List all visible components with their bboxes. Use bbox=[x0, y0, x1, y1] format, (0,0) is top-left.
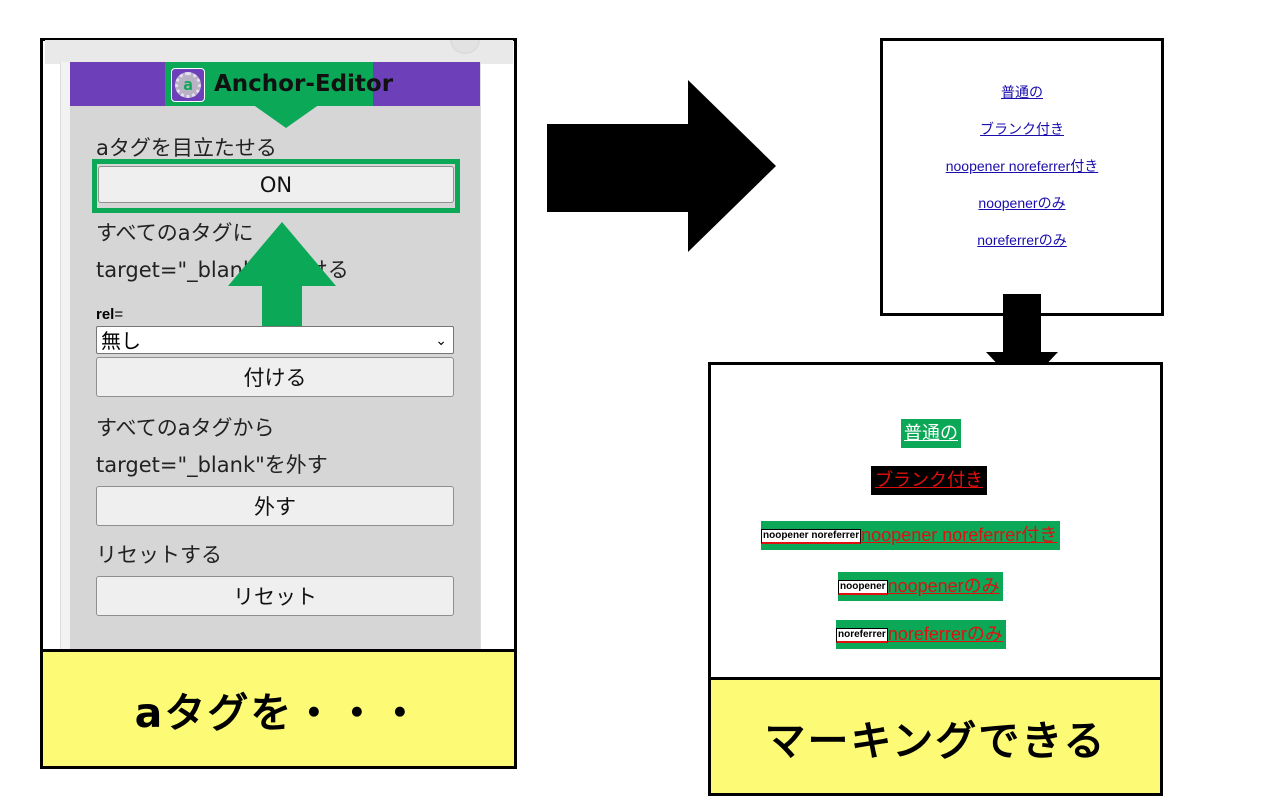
highlight-on-button[interactable]: ON bbox=[98, 166, 454, 203]
caption-right: マーキングできる bbox=[708, 677, 1163, 796]
link-blank[interactable]: ブランク付き bbox=[980, 121, 1064, 137]
rel-tag-noreferrer: noreferrer bbox=[836, 628, 888, 643]
rel-label: rel= bbox=[96, 306, 124, 323]
link-noopener[interactable]: noopenerのみ bbox=[978, 195, 1066, 211]
arrow-right-shaft bbox=[547, 124, 689, 212]
browser-bezel bbox=[45, 40, 513, 64]
marked-link-blank[interactable]: ブランク付き bbox=[871, 466, 987, 495]
blank-add-label-line1: すべてのaタグに bbox=[96, 221, 254, 245]
gear-icon: a bbox=[175, 72, 201, 98]
reset-button[interactable]: リセット bbox=[96, 576, 454, 616]
marked-link-noopener[interactable]: noopenerのみ bbox=[887, 576, 1000, 596]
blank-remove-label-line2: target="_blank"を外す bbox=[96, 453, 328, 477]
reset-label: リセットする bbox=[96, 543, 222, 567]
page-preview-before bbox=[880, 38, 1164, 316]
link-noreferrer[interactable]: noreferrerのみ bbox=[977, 232, 1067, 248]
popup-header-pointer bbox=[252, 104, 320, 128]
attach-button[interactable]: 付ける bbox=[96, 357, 454, 397]
remove-button[interactable]: 外す bbox=[96, 486, 454, 526]
rel-select[interactable]: 無し ⌄ bbox=[96, 326, 454, 354]
chevron-down-icon: ⌄ bbox=[435, 333, 447, 349]
highlight-label: aタグを目立たせる bbox=[96, 136, 277, 160]
link-normal[interactable]: 普通の bbox=[1001, 84, 1043, 100]
rel-select-value: 無し bbox=[101, 329, 141, 353]
marked-link-noreferrer[interactable]: noreferrerのみ bbox=[887, 624, 1003, 644]
extension-title: Anchor-Editor bbox=[214, 71, 394, 97]
link-noopener-noreferrer[interactable]: noopener noreferrer付き bbox=[945, 158, 1099, 174]
logo-letter: a bbox=[183, 75, 193, 94]
arrow-right-icon bbox=[688, 80, 776, 252]
marked-link-noopener-noreferrer[interactable]: noopener noreferrer付き bbox=[861, 525, 1058, 545]
marked-link-normal[interactable]: 普通の bbox=[901, 419, 961, 448]
gear-a-logo-icon: a bbox=[171, 68, 205, 102]
rel-tag-noopener: noopener bbox=[838, 580, 888, 595]
arrow-up-shaft bbox=[262, 284, 302, 326]
caption-left: aタグを・・・ bbox=[40, 649, 517, 769]
blank-remove-label-line1: すべてのaタグから bbox=[96, 416, 275, 440]
arrow-up-icon bbox=[228, 222, 336, 286]
rel-tag-noopener-noreferrer: noopener noreferrer bbox=[761, 529, 862, 544]
on-button-highlight-frame bbox=[92, 159, 460, 213]
arrow-down-shaft bbox=[1003, 294, 1041, 354]
